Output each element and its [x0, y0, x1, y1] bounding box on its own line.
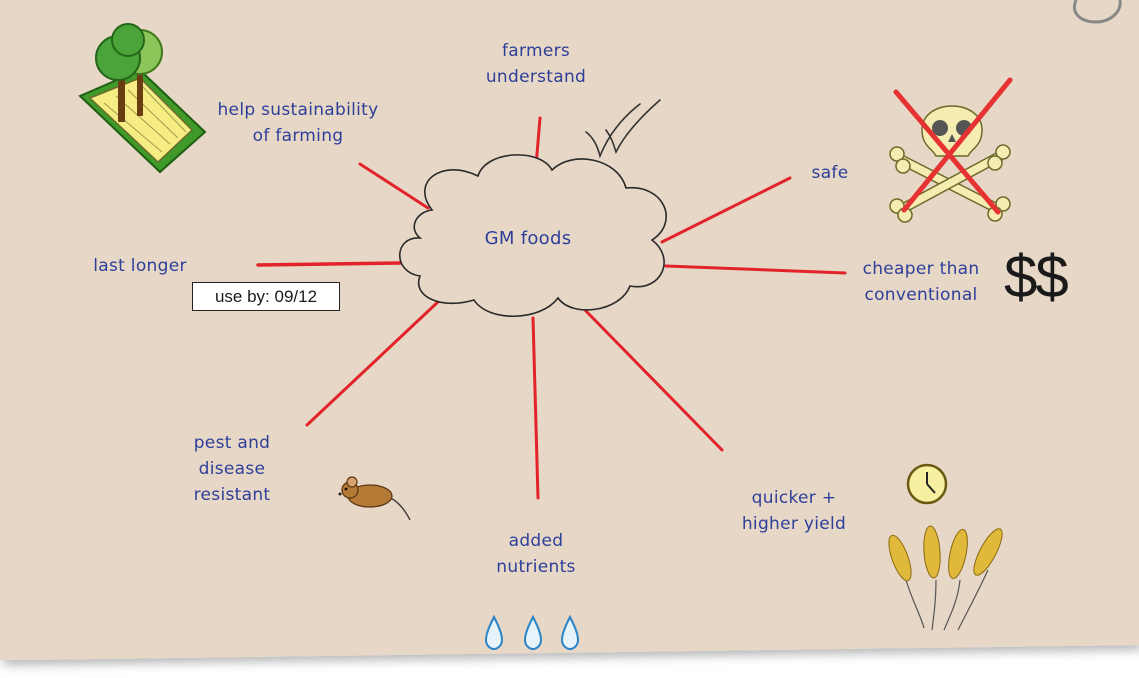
tree-field-icon	[78, 23, 207, 174]
branch-line-cheaper	[664, 264, 847, 275]
branch-cheaper: cheaper than conventional	[863, 256, 980, 308]
paper-card	[0, 0, 1139, 660]
branch-nutrients-line-2: nutrients	[496, 557, 576, 577]
mouse-icon	[338, 476, 411, 521]
branch-line-quicker	[583, 308, 724, 452]
center-cloud	[398, 154, 667, 317]
branch-cheaper-line-2: conventional	[864, 285, 978, 305]
branch-safe: safe	[812, 160, 849, 186]
branch-farmers: farmers understand	[486, 38, 586, 90]
center-label: GM foods	[484, 228, 572, 249]
branch-quicker: quicker + higher yield	[742, 485, 846, 537]
branch-farmers-line-2: understand	[485, 67, 587, 87]
branch-last: last longer	[93, 253, 187, 279]
branch-safe-line-1: safe	[811, 163, 849, 183]
branch-pest: pest and disease resistant	[194, 430, 271, 508]
branch-pest-line-1: pest and	[193, 433, 271, 453]
water-drops-icon	[484, 614, 580, 651]
branch-farmers-line-1: farmers	[501, 41, 571, 61]
branch-line-pest	[305, 298, 442, 427]
center-topic: GM foods	[485, 226, 572, 252]
crossed-skull-icon	[889, 77, 1013, 223]
branch-pest-line-2: disease	[198, 459, 266, 479]
checkmarks-icon	[585, 99, 661, 159]
branch-nutrients: added nutrients	[496, 528, 575, 580]
branch-line-last	[256, 261, 402, 267]
branch-nutrients-line-1: added	[508, 531, 564, 551]
branch-line-nutrients	[531, 316, 540, 500]
branch-quicker-line-2: higher yield	[741, 514, 847, 534]
branch-line-sustain	[358, 162, 430, 210]
branch-cheaper-line-1: cheaper than	[862, 259, 980, 279]
use-by-label: use by: 09/12	[192, 282, 340, 311]
branch-line-safe	[660, 176, 792, 244]
branch-sustain: help sustainability of farming	[217, 97, 378, 149]
branch-last-line-1: last longer	[93, 256, 187, 276]
paper-clip-icon	[1073, 0, 1122, 24]
branch-sustain-line-1: help sustainability	[217, 100, 379, 120]
clock-icon	[906, 463, 948, 505]
dollar-icon: $$	[1004, 243, 1069, 310]
branch-sustain-line-2: of farming	[252, 126, 344, 146]
branch-quicker-line-1: quicker +	[751, 488, 837, 508]
wheat-icon	[888, 525, 1003, 631]
branch-pest-line-3: resistant	[193, 485, 271, 505]
branch-lines	[256, 116, 847, 500]
